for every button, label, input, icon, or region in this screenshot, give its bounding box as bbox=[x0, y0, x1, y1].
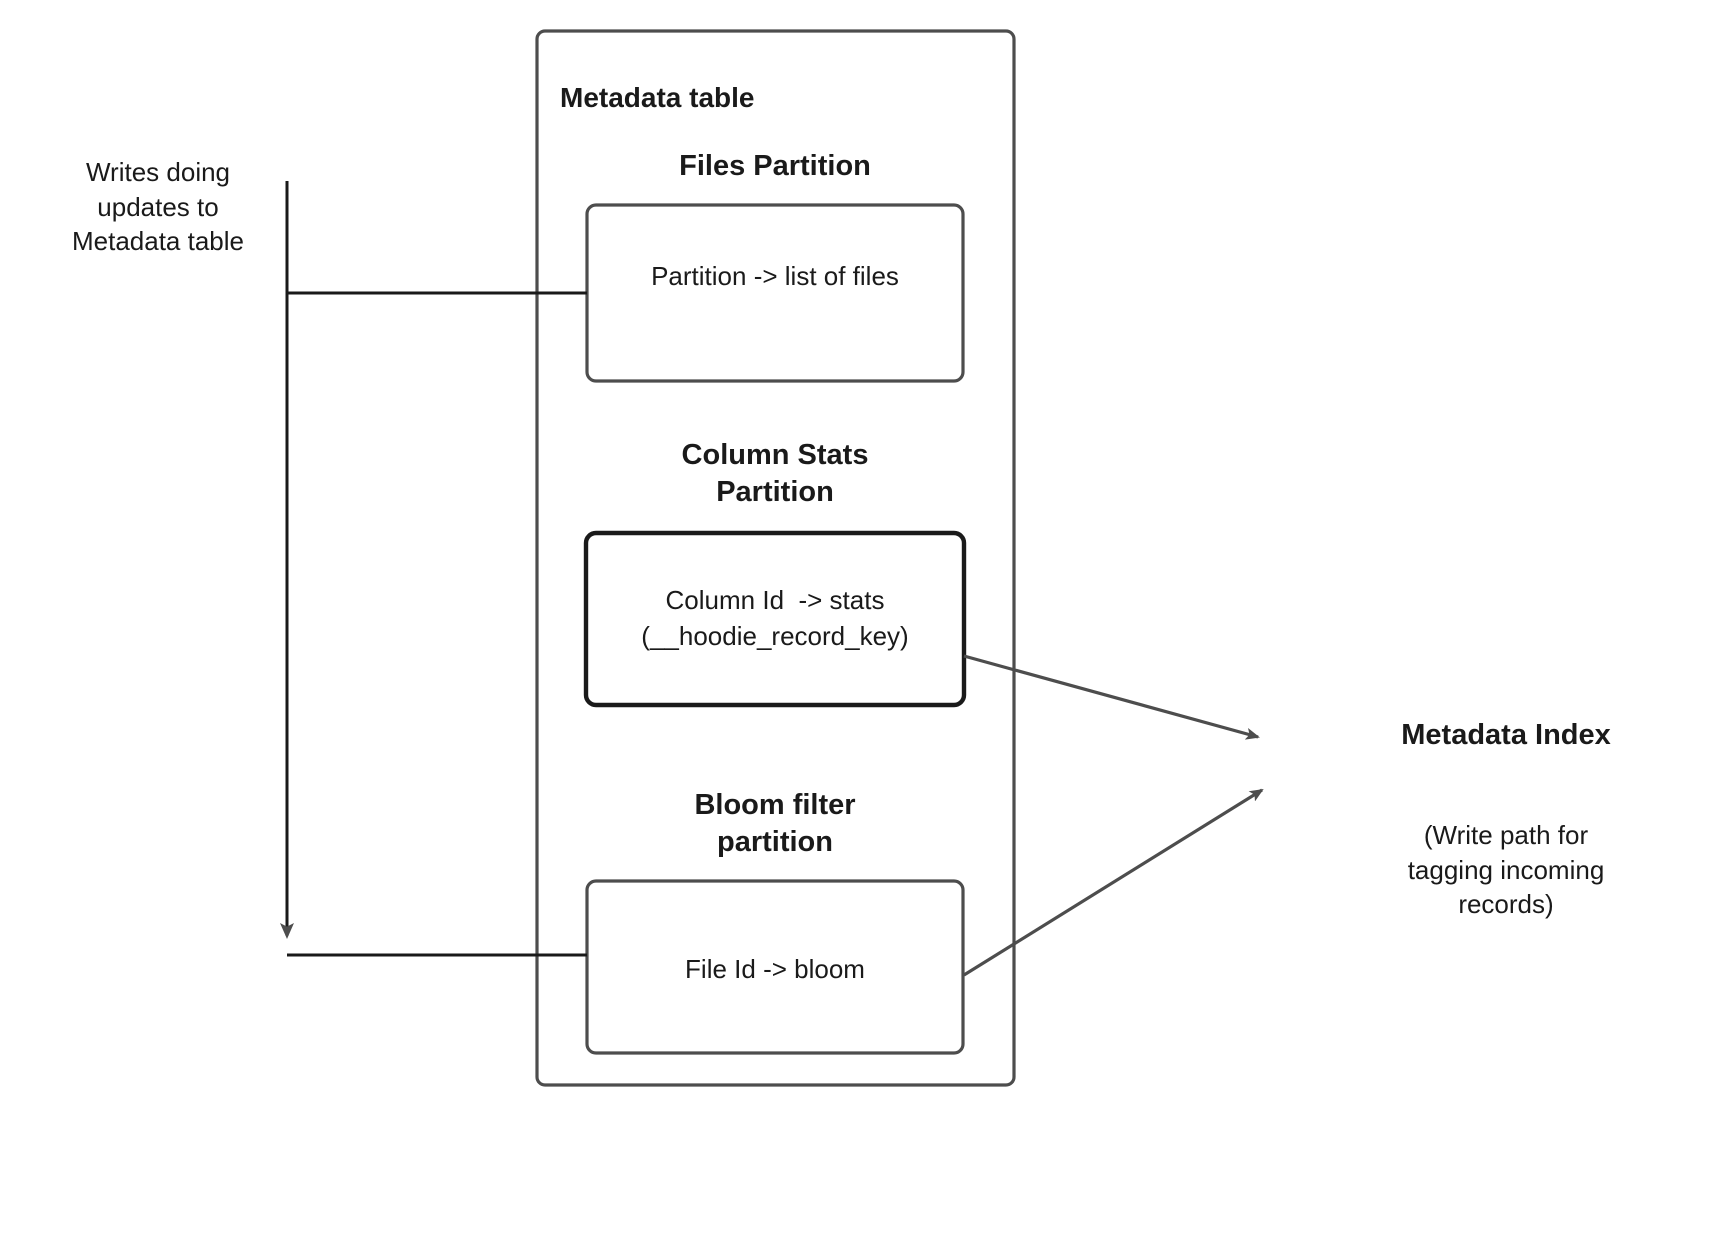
connector-bloom-to-metadata-index bbox=[963, 788, 1264, 977]
metadata-index-title: Metadata Index bbox=[1401, 719, 1611, 751]
column-stats-partition-heading: Column Stats Partition bbox=[681, 439, 869, 509]
connector-column-stats-to-metadata-index bbox=[963, 654, 1260, 740]
bloom-filter-partition-heading: Bloom filter partition bbox=[694, 789, 856, 859]
metadata-index-subtitle: (Write path for tagging incoming records… bbox=[1407, 820, 1605, 920]
files-partition-box-label: Partition -> list of files bbox=[651, 261, 899, 291]
bloom-filter-partition-box-label: File Id -> bloom bbox=[685, 954, 865, 984]
metadata-table-label: Metadata table bbox=[560, 82, 755, 113]
metadata-table-container bbox=[535, 29, 1016, 1087]
writes-caption-label: Writes doing updates to Metadata table bbox=[71, 157, 244, 257]
files-partition-heading: Files Partition bbox=[679, 150, 871, 182]
column-stats-partition-box-label: Column Id -> stats (__hoodie_record_key) bbox=[641, 585, 909, 651]
